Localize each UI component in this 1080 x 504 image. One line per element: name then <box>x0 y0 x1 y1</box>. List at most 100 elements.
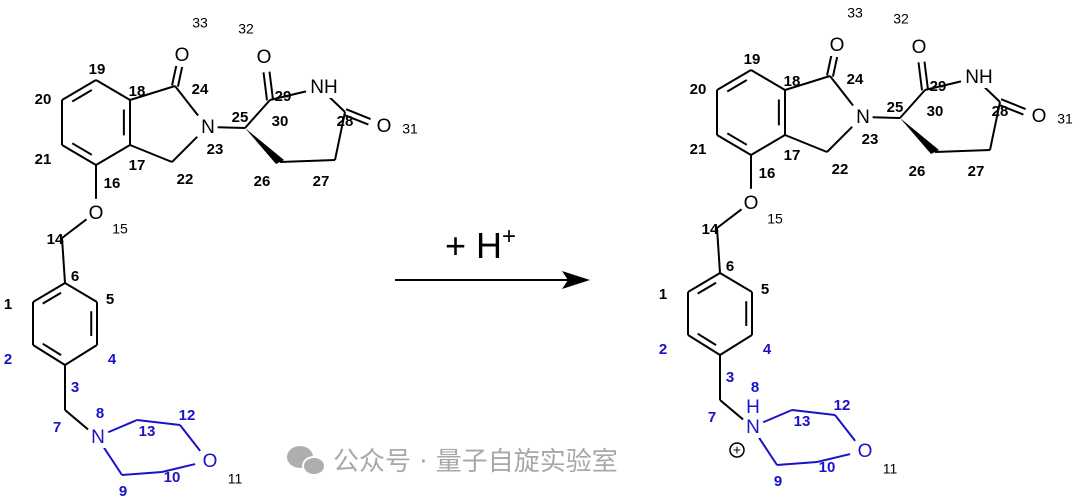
atom-number-23: 23 <box>862 131 879 148</box>
atom-number-20: 20 <box>35 91 52 108</box>
atom-number-4: 4 <box>763 341 772 358</box>
atom-number-24: 24 <box>192 81 209 98</box>
bond <box>899 89 926 119</box>
bond <box>791 409 836 416</box>
bond <box>136 419 181 426</box>
atom-number-31: 31 <box>1057 111 1073 127</box>
aromatic-double-bond <box>697 332 717 347</box>
atom-number-9: 9 <box>774 473 782 490</box>
bond <box>716 208 743 229</box>
atom-number-21: 21 <box>35 151 52 168</box>
atom-o-carbonyl-30: O <box>912 37 927 58</box>
bond <box>179 424 201 452</box>
atom-nh-29: NH <box>965 67 992 88</box>
watermark: 公众号 · 量子自旋实验室 <box>287 446 618 477</box>
bond <box>174 85 199 117</box>
atom-number-4: 4 <box>108 351 117 368</box>
stereo-wedge-bond <box>900 118 939 154</box>
carbonyl-double-bond <box>998 103 1024 116</box>
atom-number-8: 8 <box>96 405 104 422</box>
atom-number-22: 22 <box>832 161 849 178</box>
atom-number-17: 17 <box>784 147 801 164</box>
atom-number-1: 1 <box>659 286 667 303</box>
atom-number-10: 10 <box>164 469 181 486</box>
atom-number-6: 6 <box>726 258 734 275</box>
carbonyl-double-bond <box>343 113 369 126</box>
atom-o-carbonyl-30: O <box>257 47 272 68</box>
bond <box>829 75 854 107</box>
atom-number-3: 3 <box>71 379 79 396</box>
atom-n-8: N <box>91 427 105 448</box>
atom-number-14: 14 <box>47 231 64 248</box>
atom-o-ether-15: O <box>89 203 104 224</box>
bond <box>716 134 752 156</box>
carbonyl-double-bond <box>268 71 274 100</box>
atom-number-33: 33 <box>192 15 208 31</box>
bond <box>762 409 793 424</box>
bond <box>121 471 163 476</box>
carbonyl-double-bond <box>826 55 833 76</box>
bond <box>64 344 98 366</box>
atom-number-21: 21 <box>690 141 707 158</box>
atom-number-13: 13 <box>794 413 811 430</box>
atom-o-carbonyl-28: O <box>1032 106 1047 127</box>
bond <box>750 134 786 156</box>
atom-number-31: 31 <box>402 121 418 137</box>
atom-number-30: 30 <box>927 103 944 120</box>
atom-number-19: 19 <box>89 61 106 78</box>
stereo-wedge-bond <box>245 128 284 164</box>
bond <box>784 134 828 153</box>
atom-number-1: 1 <box>4 296 12 313</box>
carbonyl-double-bond <box>176 66 184 87</box>
atom-number-16: 16 <box>759 165 776 182</box>
atom-number-25: 25 <box>887 99 904 116</box>
bond <box>217 126 246 129</box>
carbonyl-double-bond <box>831 56 839 77</box>
wechat-icon <box>287 446 326 476</box>
bond <box>687 272 721 293</box>
bond <box>776 461 818 466</box>
bond <box>61 218 88 239</box>
atom-n-23: N <box>201 117 215 138</box>
bond <box>61 237 66 284</box>
atom-number-20: 20 <box>690 81 707 98</box>
bond <box>719 272 753 293</box>
bond <box>103 447 123 476</box>
bond <box>989 101 1001 151</box>
atom-number-19: 19 <box>744 51 761 68</box>
bond <box>61 144 97 166</box>
bond <box>872 116 901 119</box>
aromatic-double-bond <box>726 132 748 146</box>
atom-number-16: 16 <box>104 175 121 192</box>
atom-number-2: 2 <box>4 351 12 368</box>
bond <box>129 85 176 101</box>
atom-number-26: 26 <box>909 163 926 180</box>
bond <box>279 159 336 163</box>
atom-number-29: 29 <box>930 78 947 95</box>
bond <box>750 69 786 91</box>
atom-number-7: 7 <box>53 419 61 436</box>
atom-o-11: O <box>858 441 873 462</box>
carbonyl-double-bond <box>923 61 929 90</box>
atom-number-27: 27 <box>968 163 985 180</box>
atom-number-7: 7 <box>708 409 716 426</box>
bond <box>171 136 198 163</box>
carbonyl-double-bond <box>1000 98 1026 110</box>
atom-number-23: 23 <box>207 141 224 158</box>
bond <box>716 227 721 274</box>
atom-n-23: N <box>856 107 870 128</box>
carbonyl-double-bond <box>345 108 371 120</box>
atom-number-13: 13 <box>139 423 156 440</box>
reaction-arrow <box>395 271 590 289</box>
atom-number-28: 28 <box>337 113 354 130</box>
positive-charge-icon: + <box>729 442 745 458</box>
bond <box>32 282 66 303</box>
aromatic-double-bond <box>42 291 62 305</box>
bond <box>32 344 66 366</box>
atom-number-9: 9 <box>119 483 127 500</box>
bond <box>95 144 131 166</box>
bond <box>244 99 271 129</box>
